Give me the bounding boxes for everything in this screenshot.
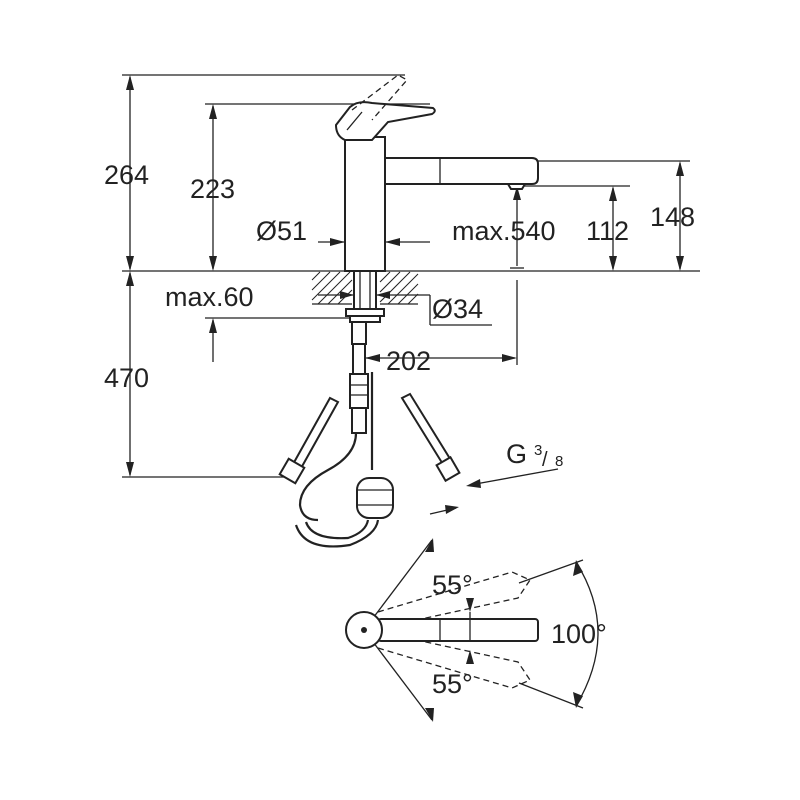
faucet-body <box>334 74 539 434</box>
dimension-112 <box>609 186 617 271</box>
label-100: 100° <box>551 619 607 649</box>
label-55-top: 55° <box>432 570 473 600</box>
label-d34: Ø34 <box>432 294 483 324</box>
top-view <box>345 538 599 722</box>
dimension-470 <box>126 271 134 477</box>
dimension-148 <box>676 161 684 271</box>
label-223: 223 <box>190 174 235 204</box>
label-thread-slash: / <box>542 449 548 471</box>
dimension-264 <box>126 75 134 271</box>
dimension-202 <box>365 354 517 362</box>
dimension-223 <box>209 104 217 271</box>
label-55-bottom: 55° <box>432 669 473 699</box>
extension-lines <box>122 74 700 478</box>
label-112: 112 <box>586 216 629 246</box>
label-264: 264 <box>104 160 149 190</box>
dimension-d51 <box>318 238 430 246</box>
label-202: 202 <box>386 346 431 376</box>
dimension-max60 <box>209 318 217 362</box>
label-thread-numerator: 3 <box>534 442 542 459</box>
label-d51: Ø51 <box>256 216 307 246</box>
label-thread-denominator: 8 <box>555 453 563 470</box>
label-max60: max.60 <box>165 282 254 312</box>
label-148: 148 <box>650 202 695 232</box>
dimension-max540 <box>510 186 524 269</box>
dimension-thread <box>429 468 559 515</box>
label-max540: max.540 <box>452 216 556 246</box>
label-thread-g: G <box>506 439 527 469</box>
label-470: 470 <box>104 363 149 393</box>
supply-hoses <box>278 372 461 548</box>
countertop-section <box>311 271 419 305</box>
